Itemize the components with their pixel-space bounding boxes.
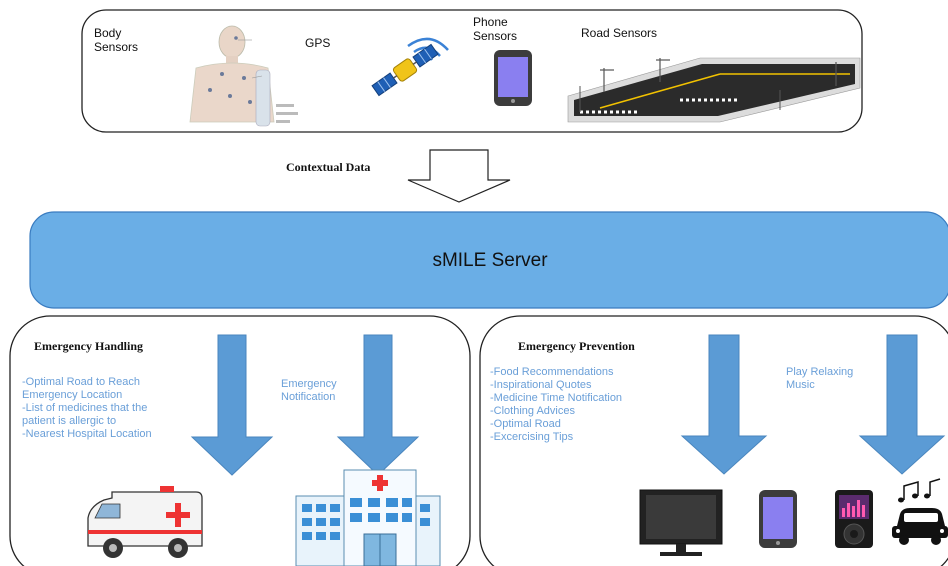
emergency-prevention-list: -Food Recommendations -Inspirational Quo…	[490, 366, 622, 444]
play-music-label: Play Relaxing Music	[786, 366, 854, 391]
server-bar	[29, 211, 948, 309]
tv-icon	[639, 489, 723, 556]
server-title: sMILE Server	[432, 250, 548, 271]
body-sensors-icon	[189, 25, 298, 127]
list-item: -Optimal Road to Reach	[22, 376, 140, 388]
phone-sensors-label: Phone Sensors	[473, 15, 518, 43]
list-item: patient is allergic to	[22, 415, 117, 427]
list-item: -Food Recommendations	[490, 366, 614, 378]
gps-label: GPS	[305, 36, 331, 50]
contextual-data-label: Contextual Data	[286, 160, 371, 174]
road-sensors-label: Road Sensors	[581, 26, 658, 40]
list-item: -List of medicines that the	[22, 402, 148, 414]
list-item: -Excercising Tips	[490, 431, 574, 443]
road-sensors-icon	[567, 57, 861, 123]
satellite-icon	[371, 37, 449, 97]
phone-device-icon	[759, 490, 797, 548]
list-item: -Nearest Hospital Location	[22, 428, 152, 440]
ambulance-icon	[87, 486, 203, 558]
prevention-arrow-left	[680, 334, 768, 475]
emergency-notification-label: Emergency Notification	[281, 378, 337, 403]
music-player-icon	[835, 490, 873, 548]
list-item: -Clothing Advices	[490, 405, 575, 417]
handling-arrow-right	[336, 334, 420, 476]
handling-arrow-left	[190, 334, 274, 476]
emergency-handling-list: -Optimal Road to Reach Emergency Locatio…	[22, 376, 152, 441]
emergency-prevention-title: Emergency Prevention	[518, 339, 635, 353]
body-sensors-label: Body Sensors	[94, 26, 139, 54]
list-item: Emergency Location	[22, 389, 123, 401]
list-item: -Medicine Time Notification	[490, 392, 623, 404]
phone-sensors-icon	[494, 50, 532, 106]
contextual-data-arrow	[407, 149, 511, 203]
hospital-icon	[295, 469, 441, 566]
list-item: -Inspirational Quotes	[490, 379, 592, 391]
emergency-handling-title: Emergency Handling	[34, 339, 144, 353]
car-music-icon	[892, 478, 948, 545]
prevention-arrow-right	[858, 334, 946, 475]
list-item: -Optimal Road	[490, 418, 561, 430]
